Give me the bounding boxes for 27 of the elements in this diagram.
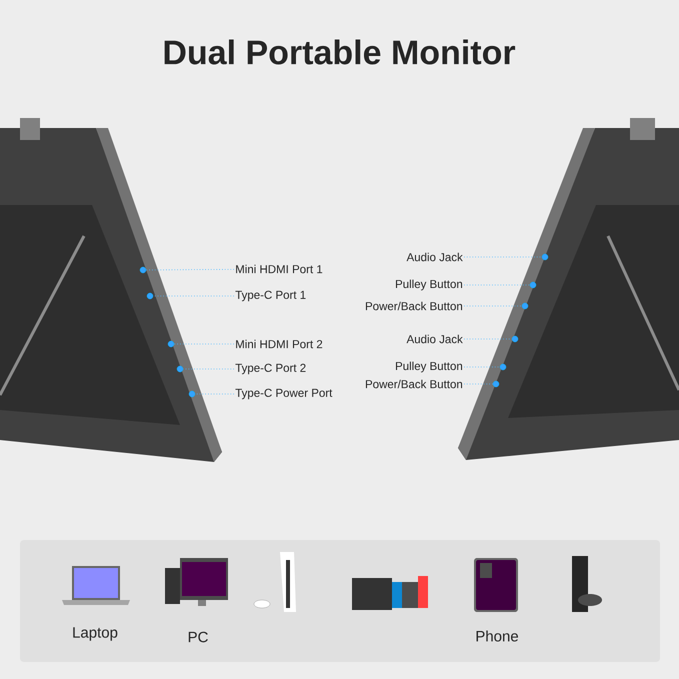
port-label: Audio Jack (406, 252, 463, 262)
port-label: Audio Jack (406, 334, 463, 344)
port-label: Power/Back Button (366, 380, 462, 388)
device-label: Laptop (73, 627, 118, 641)
port-label: Power/Back Button (366, 302, 462, 310)
port-label: Type-C Power Port (235, 388, 332, 400)
port-label: Pulley Button (396, 362, 462, 372)
port-label: Type-C Port 2 (235, 364, 306, 374)
port-label: Pulley Button (396, 280, 462, 290)
port-marker (542, 254, 548, 260)
leader-line (464, 366, 500, 368)
port-marker (188, 390, 196, 398)
port-marker (492, 380, 500, 388)
port-marker (140, 266, 146, 274)
port-marker (146, 292, 154, 300)
port-marker (168, 340, 174, 348)
port-marker (512, 336, 518, 342)
device-label: Phone (476, 630, 518, 642)
port-marker (500, 364, 506, 370)
port-label: Mini HDMI Port 2 (236, 340, 322, 348)
port-marker (530, 282, 536, 288)
port-label: Mini HDMI Port 1 (236, 264, 322, 274)
port-label: Type-C Port 1 (235, 290, 306, 302)
title: Dual Portable Monitor (164, 40, 516, 64)
port-marker (176, 366, 184, 372)
port-marker (522, 302, 528, 310)
device-label: PC (188, 632, 208, 642)
